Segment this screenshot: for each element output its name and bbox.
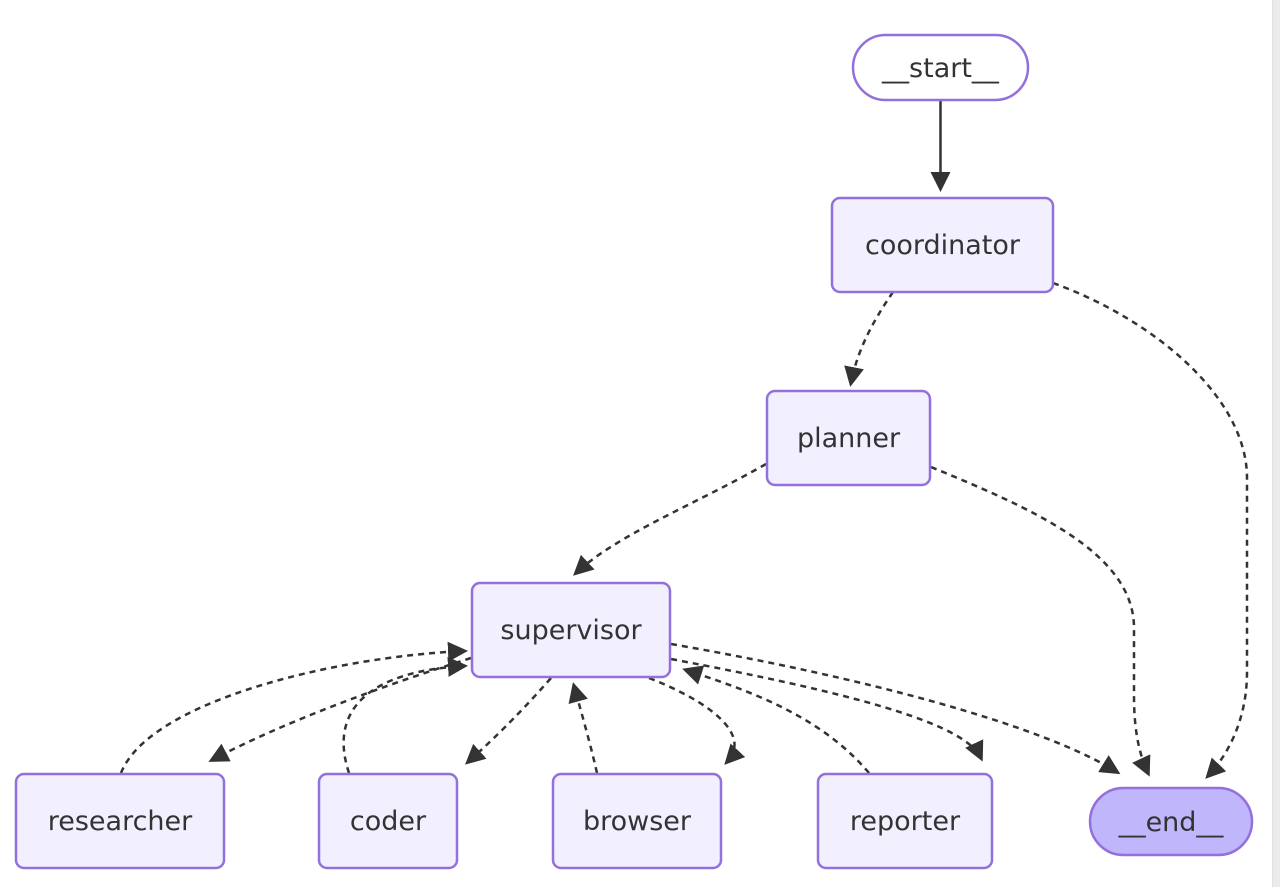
node-planner: planner [765, 389, 932, 487]
edge-layer [119, 100, 1249, 779]
node-layer: __start__ coordinator planner supervisor… [14, 33, 1254, 870]
edge-researcher-supervisor [119, 641, 468, 774]
edge-coordinator-planner [844, 291, 895, 387]
node-reporter-shape [816, 772, 994, 870]
node-researcher-shape [14, 772, 226, 870]
edge-supervisor-researcher [208, 656, 472, 762]
node-supervisor-shape [470, 581, 672, 679]
edge-supervisor-reporter [670, 657, 984, 762]
node-supervisor: supervisor [470, 581, 672, 679]
edge-reporter-supervisor [682, 665, 870, 774]
node-researcher-label: researcher [48, 806, 193, 837]
node-planner-label: planner [797, 423, 901, 454]
node-researcher: researcher [14, 772, 226, 870]
edge-supervisor-coder [465, 677, 552, 765]
node-start: __start__ [851, 33, 1030, 102]
node-coordinator-label: coordinator [865, 230, 1021, 261]
scrollbar-gutter [1272, 0, 1280, 887]
node-coder-shape [317, 772, 459, 870]
node-coordinator: coordinator [830, 196, 1055, 294]
node-end-shape [1088, 786, 1254, 857]
node-start-label: __start__ [881, 53, 999, 84]
node-end-label: __end__ [1118, 807, 1224, 838]
node-browser-label: browser [583, 806, 692, 837]
edge-coder-supervisor [342, 656, 468, 774]
edge-coordinator-end [1052, 281, 1249, 779]
node-coder: coder [317, 772, 459, 870]
node-browser: browser [551, 772, 723, 870]
node-coordinator-shape [830, 196, 1055, 294]
node-start-shape [851, 33, 1030, 102]
node-coder-label: coder [350, 806, 427, 837]
node-reporter-label: reporter [850, 806, 961, 837]
edge-supervisor-browser [648, 676, 746, 765]
node-end: __end__ [1088, 786, 1254, 857]
edge-planner-end [930, 465, 1151, 777]
edge-planner-supervisor [573, 462, 767, 576]
edge-supervisor-end [670, 642, 1121, 775]
node-planner-shape [765, 389, 932, 487]
node-browser-shape [551, 772, 723, 870]
node-reporter: reporter [816, 772, 994, 870]
node-supervisor-label: supervisor [500, 615, 642, 646]
edge-browser-supervisor [568, 682, 599, 774]
